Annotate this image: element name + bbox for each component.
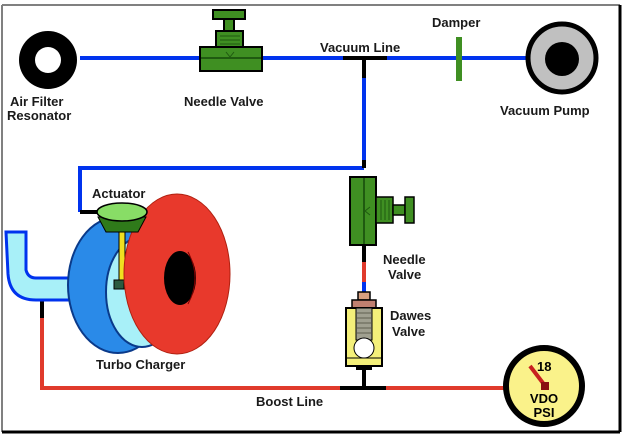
dawes-valve-icon[interactable] bbox=[345, 291, 383, 370]
air-filter-label-line1: Air Filter bbox=[10, 94, 64, 109]
needle-valve-top-label: Needle Valve bbox=[184, 94, 264, 109]
air-filter-label-line2: Resonator bbox=[7, 108, 72, 123]
boost-line bbox=[40, 296, 505, 390]
needle-valve-mid-label-line1: Needle bbox=[383, 252, 426, 267]
vacuum-line-label: Vacuum Line bbox=[320, 40, 401, 55]
needle-valve-top-icon[interactable] bbox=[199, 9, 263, 72]
vacuum-pump-label: Vacuum Pump bbox=[500, 103, 590, 118]
actuator-icon[interactable] bbox=[96, 202, 148, 233]
vacuum-pump-icon[interactable] bbox=[525, 21, 599, 95]
gauge-unit: PSI bbox=[534, 405, 555, 420]
damper-icon[interactable] bbox=[456, 37, 462, 81]
gauge-brand: VDO bbox=[530, 391, 558, 406]
vacuum-line bbox=[78, 56, 530, 214]
damper-label: Damper bbox=[432, 15, 481, 30]
boost-line-label: Boost Line bbox=[256, 394, 324, 409]
actuator-label: Actuator bbox=[92, 186, 146, 201]
dawes-valve-label-line2: Valve bbox=[392, 324, 426, 339]
boost-gauge-icon[interactable]: 18 VDO PSI bbox=[503, 345, 585, 427]
dawes-valve-label-line1: Dawes bbox=[390, 308, 432, 323]
gauge-value: 18 bbox=[537, 359, 551, 374]
turbo-charger-icon[interactable] bbox=[4, 193, 231, 355]
air-filter-resonator-icon[interactable] bbox=[19, 31, 77, 89]
turbo-charger-label: Turbo Charger bbox=[96, 357, 186, 372]
needle-valve-mid-label-line2: Valve bbox=[388, 267, 422, 282]
needle-valve-mid-icon[interactable] bbox=[349, 176, 415, 246]
